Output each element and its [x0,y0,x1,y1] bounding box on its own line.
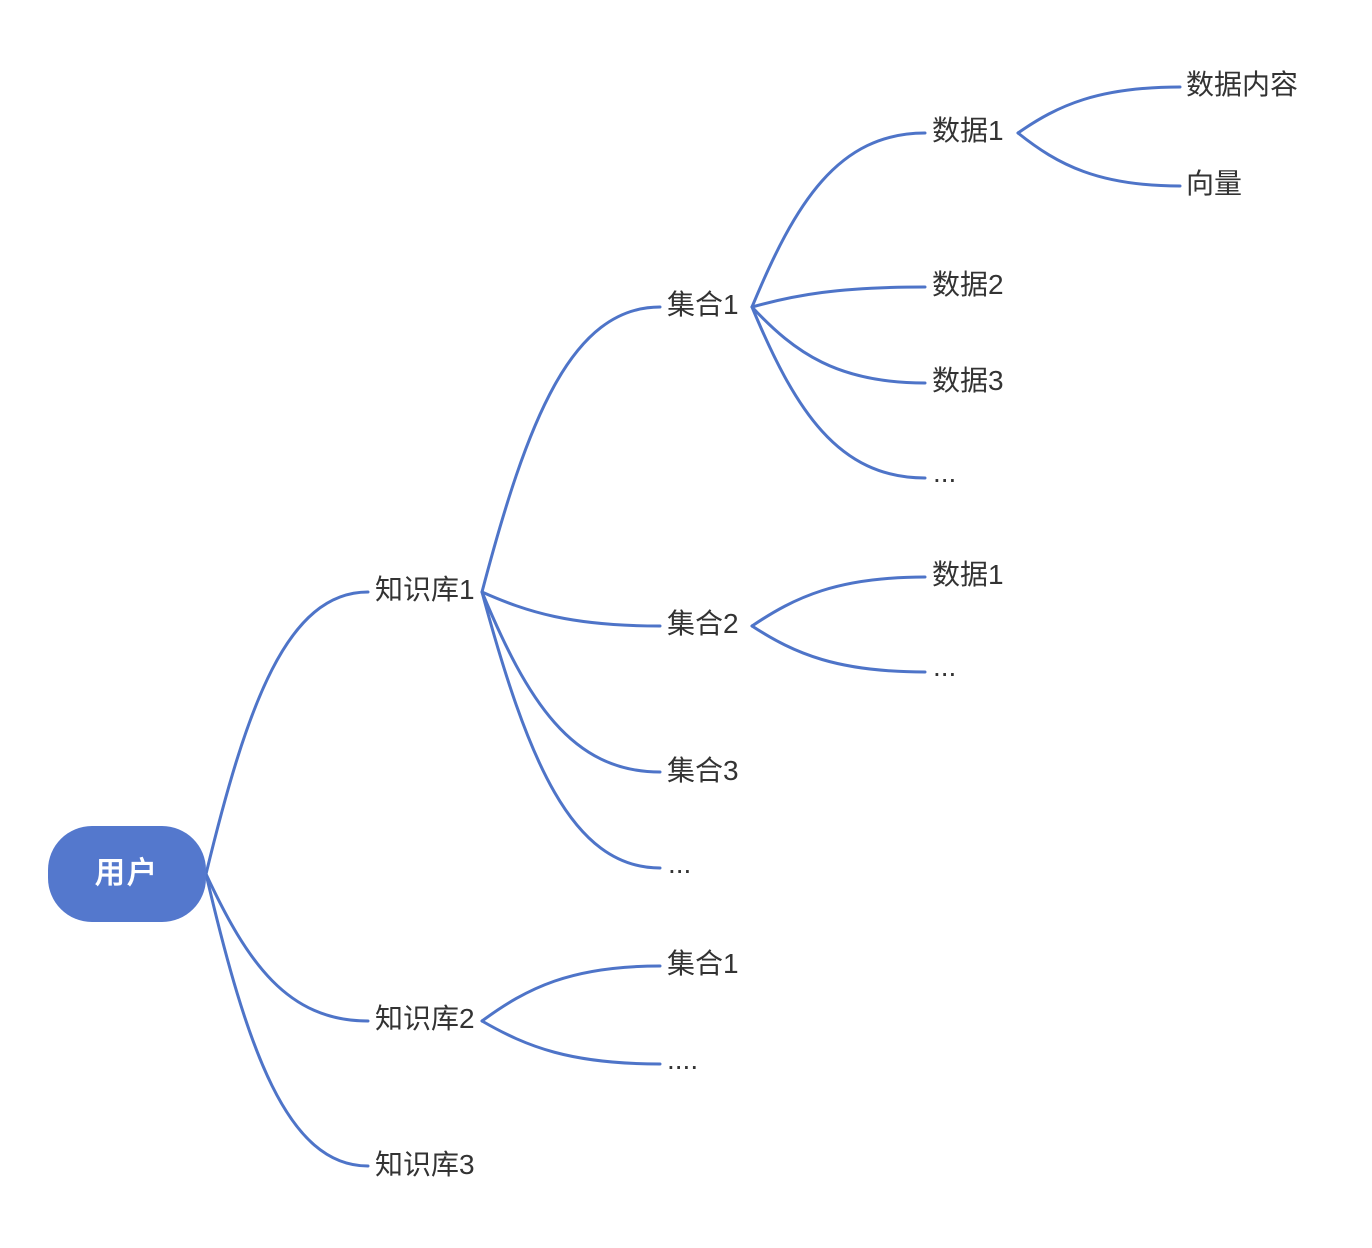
edge-user-kb2 [204,872,370,1023]
edge-collection1-data1 [750,131,927,309]
edge-kb2-collection1 [480,964,662,1023]
edge-data1-vector [1016,131,1182,188]
node-knowledge-base-3[interactable]: 知识库3 [375,1149,475,1181]
node-kb1-collection-3[interactable]: 集合3 [667,755,739,787]
edge-kb2-more [480,1019,662,1066]
node-collection1-data-2[interactable]: 数据2 [932,269,1004,301]
edge-collection1-data2 [750,285,927,309]
edge-collection1-more [750,305,927,480]
edge-collection1-data3 [750,305,927,385]
node-kb1-collection-2[interactable]: 集合2 [667,608,739,640]
edge-kb1-collection3 [480,590,662,774]
edge-user-kb3 [204,872,370,1168]
edge-collection2-data1 [750,575,927,628]
node-kb2-collection-1[interactable]: 集合1 [667,948,739,980]
node-knowledge-base-2[interactable]: 知识库2 [375,1003,475,1035]
node-data1-content[interactable]: 数据内容 [1186,69,1299,101]
node-kb1-collection-1[interactable]: 集合1 [667,289,739,321]
edge-kb1-collection1 [480,305,662,594]
edge-kb1-more [480,590,662,870]
edge-kb1-collection2 [480,590,662,628]
node-collection1-more[interactable]: ... [933,457,957,489]
node-user-label: 用户 [95,857,159,890]
node-data1-vector[interactable]: 向量 [1186,168,1243,200]
edge-data1-content [1016,85,1182,135]
node-collection2-data-1[interactable]: 数据1 [932,559,1004,591]
node-kb1-more[interactable]: ... [668,848,692,880]
node-kb2-more[interactable]: .... [667,1044,699,1076]
edge-user-kb1 [204,590,370,876]
node-collection1-data-1[interactable]: 数据1 [932,115,1004,147]
node-knowledge-base-1[interactable]: 知识库1 [375,574,475,606]
edge-collection2-more [750,624,927,674]
node-user[interactable]: 用户 [48,826,206,922]
node-collection1-data-3[interactable]: 数据3 [932,365,1004,397]
node-collection2-more[interactable]: ... [933,651,957,683]
